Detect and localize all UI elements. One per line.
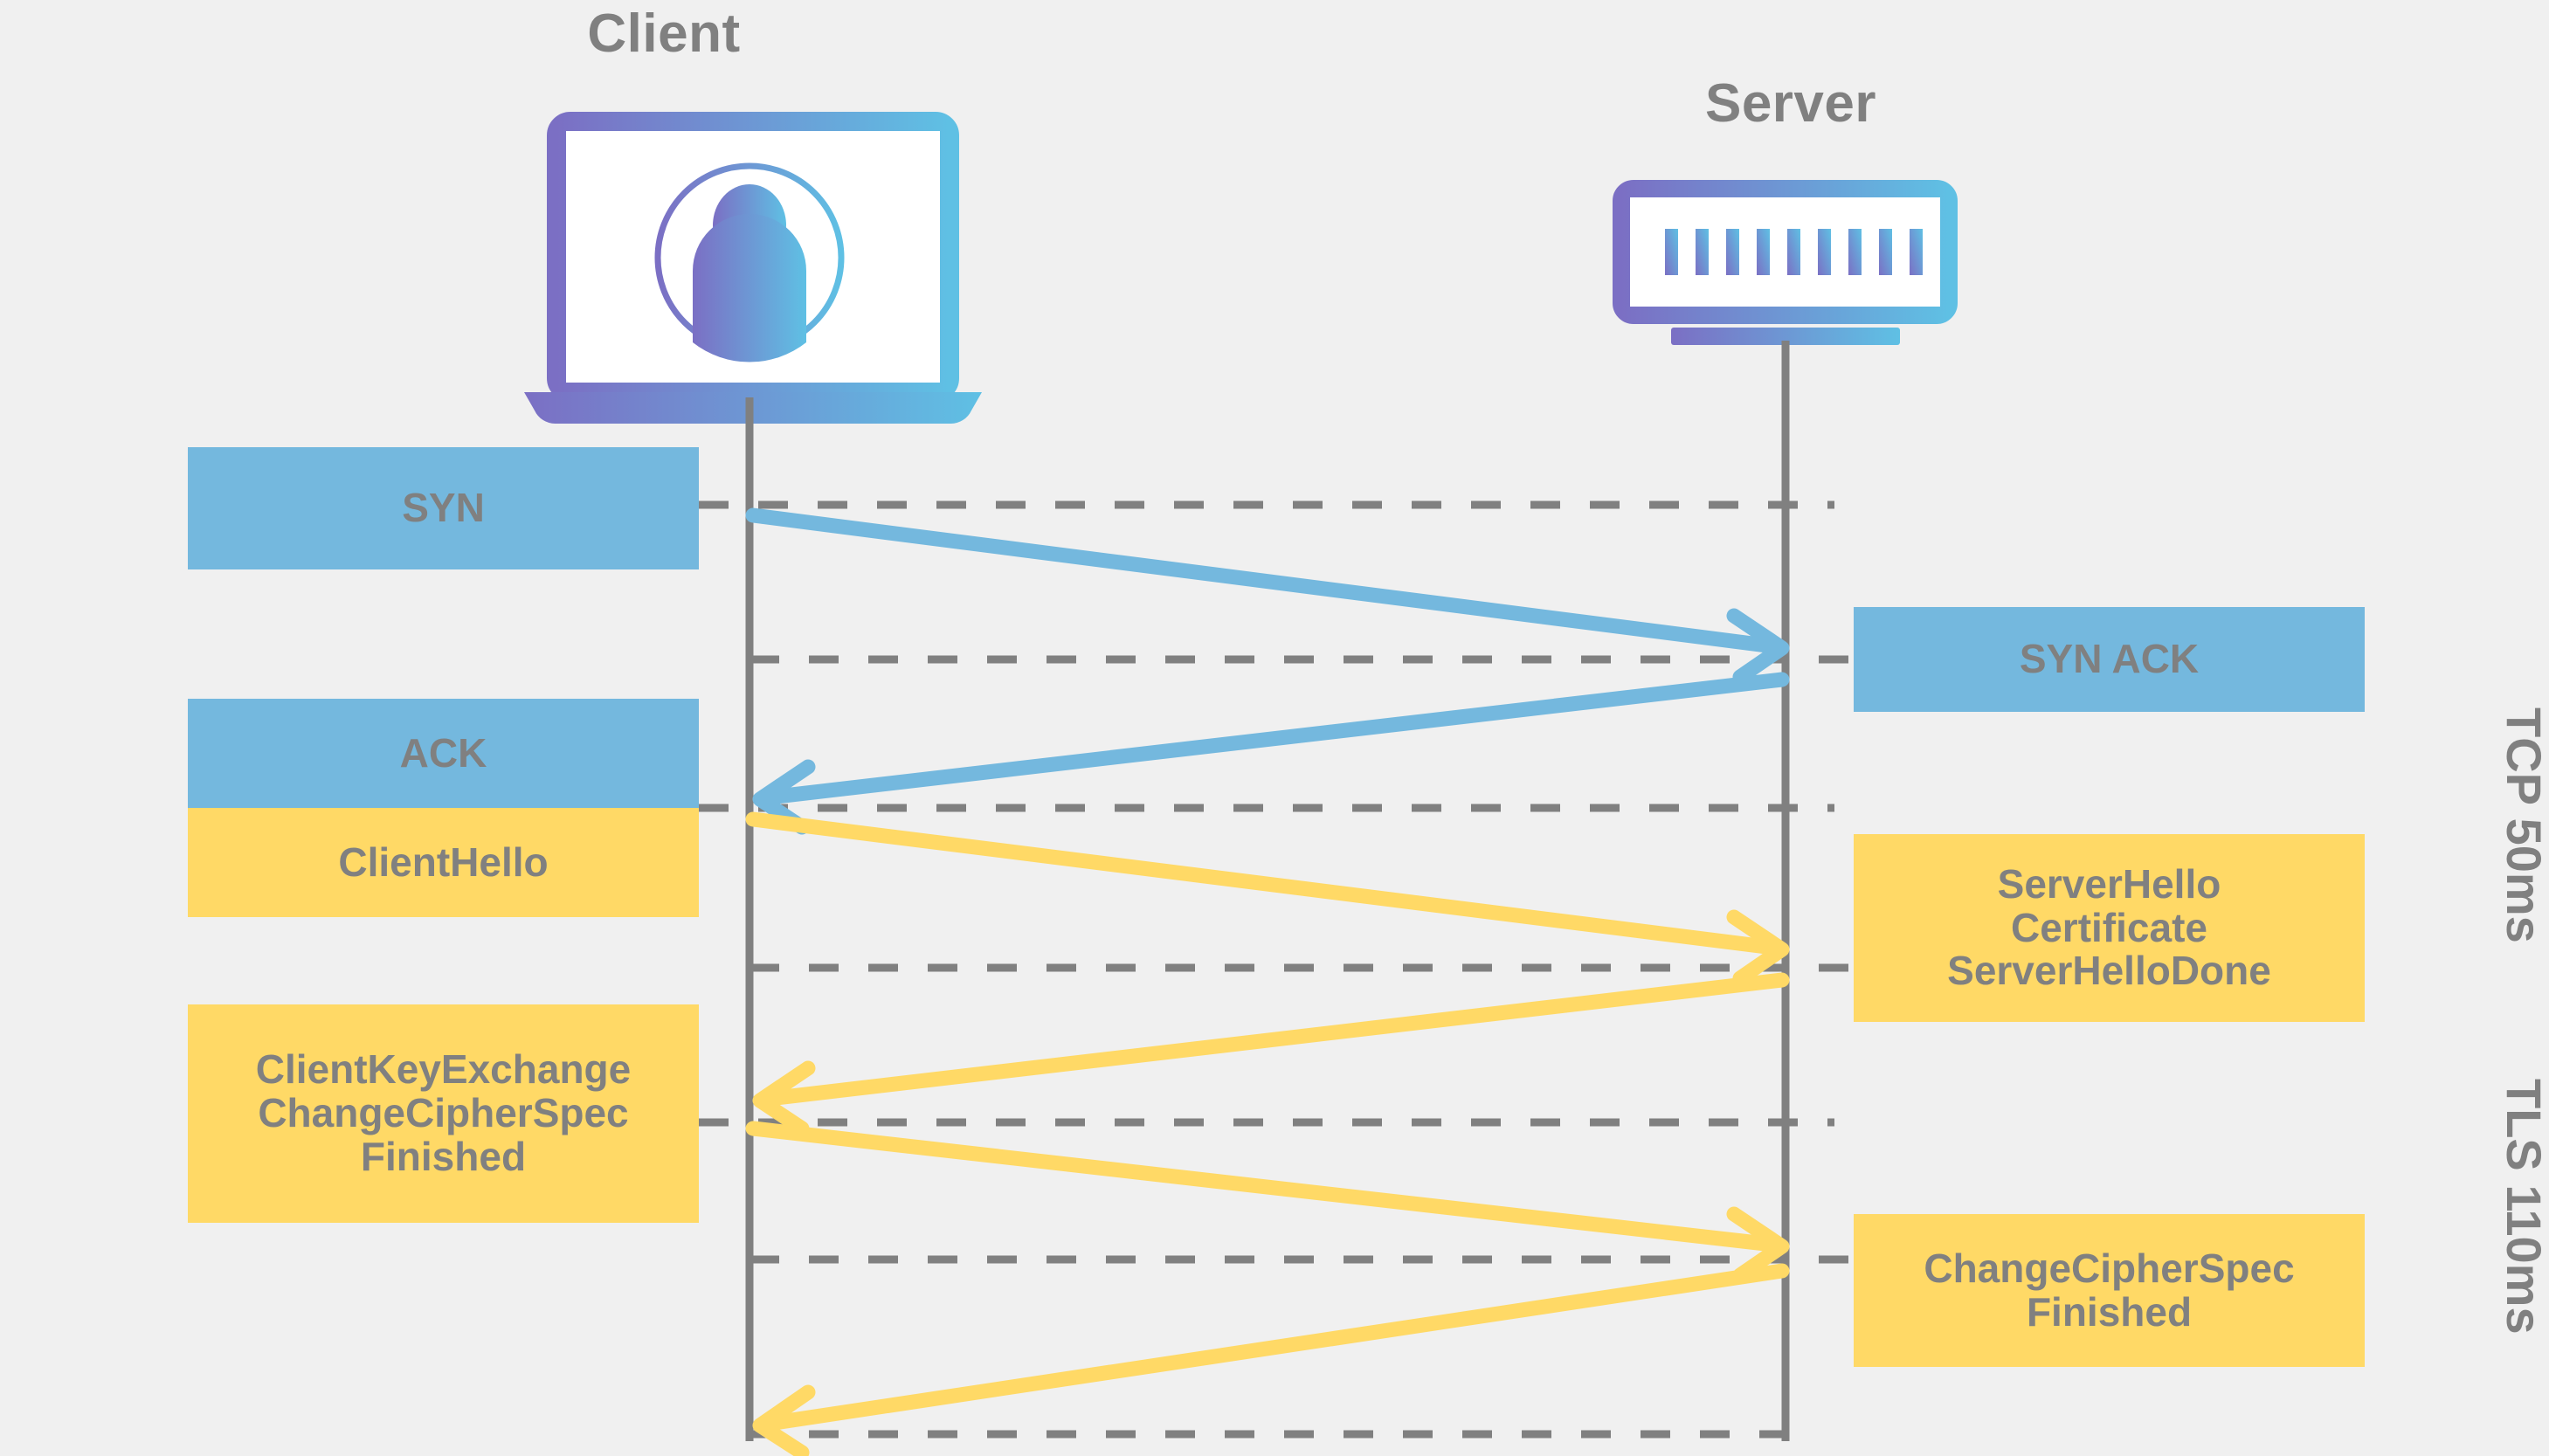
time-rules — [699, 500, 1854, 1439]
message-box-server-hello[interactable]: ServerHello Certificate ServerHelloDone — [1854, 834, 2365, 1022]
phase-label-tcp: TCP 50ms — [2497, 707, 2549, 943]
message-box-syn-ack[interactable]: SYN ACK — [1854, 607, 2365, 712]
phase-name-tcp: TCP — [2497, 707, 2549, 804]
message-box-client-hello[interactable]: ClientHello — [188, 808, 699, 917]
server-title: Server — [1704, 73, 1877, 134]
phase-label-tls: TLS 110ms — [2497, 1079, 2549, 1335]
message-line-1: ServerHello — [1997, 860, 2221, 907]
phase-duration-tls: 110ms — [2497, 1184, 2549, 1335]
arrow-client-hello — [745, 811, 1790, 986]
message-label-server-hello: ServerHello Certificate ServerHelloDone — [1947, 860, 2271, 994]
message-line-1: ChangeCipherSpec — [1924, 1245, 2295, 1291]
message-line-2: Certificate — [2011, 904, 2207, 950]
message-label-server-change-cipher-spec: ChangeCipherSpec Finished — [1924, 1245, 2295, 1335]
message-label-client-hello: ClientHello — [338, 838, 549, 885]
laptop-user-icon — [524, 112, 982, 424]
arrow-syn-ack — [752, 672, 1790, 835]
message-line-2: Finished — [2026, 1288, 2193, 1335]
arrow-client-key-exchange — [745, 1121, 1790, 1283]
message-line-3: Finished — [360, 1133, 527, 1179]
client-title: Client — [587, 3, 741, 64]
server-rack-icon — [1613, 180, 1958, 345]
arrow-server-change-cipher-spec — [752, 1263, 1790, 1456]
phase-name-tls: TLS — [2497, 1079, 2549, 1171]
arrow-server-hello — [752, 972, 1790, 1136]
message-box-ack[interactable]: ACK — [188, 699, 699, 808]
message-line-3: ServerHelloDone — [1947, 948, 2271, 994]
message-box-syn[interactable]: SYN — [188, 447, 699, 569]
message-label-client-key-exchange: ClientKeyExchange ChangeCipherSpec Finis… — [256, 1048, 631, 1178]
message-line-1: ClientKeyExchange — [255, 1046, 632, 1093]
phase-duration-tcp: 50ms — [2497, 818, 2549, 943]
message-label-syn-ack: SYN ACK — [2019, 636, 2200, 682]
message-label-syn: SYN — [402, 485, 485, 531]
message-label-ack: ACK — [399, 729, 487, 776]
message-box-client-key-exchange[interactable]: ClientKeyExchange ChangeCipherSpec Finis… — [188, 1004, 699, 1223]
message-line-2: ChangeCipherSpec — [258, 1090, 629, 1136]
arrow-syn — [745, 507, 1790, 685]
message-box-server-change-cipher-spec[interactable]: ChangeCipherSpec Finished — [1854, 1214, 2365, 1367]
